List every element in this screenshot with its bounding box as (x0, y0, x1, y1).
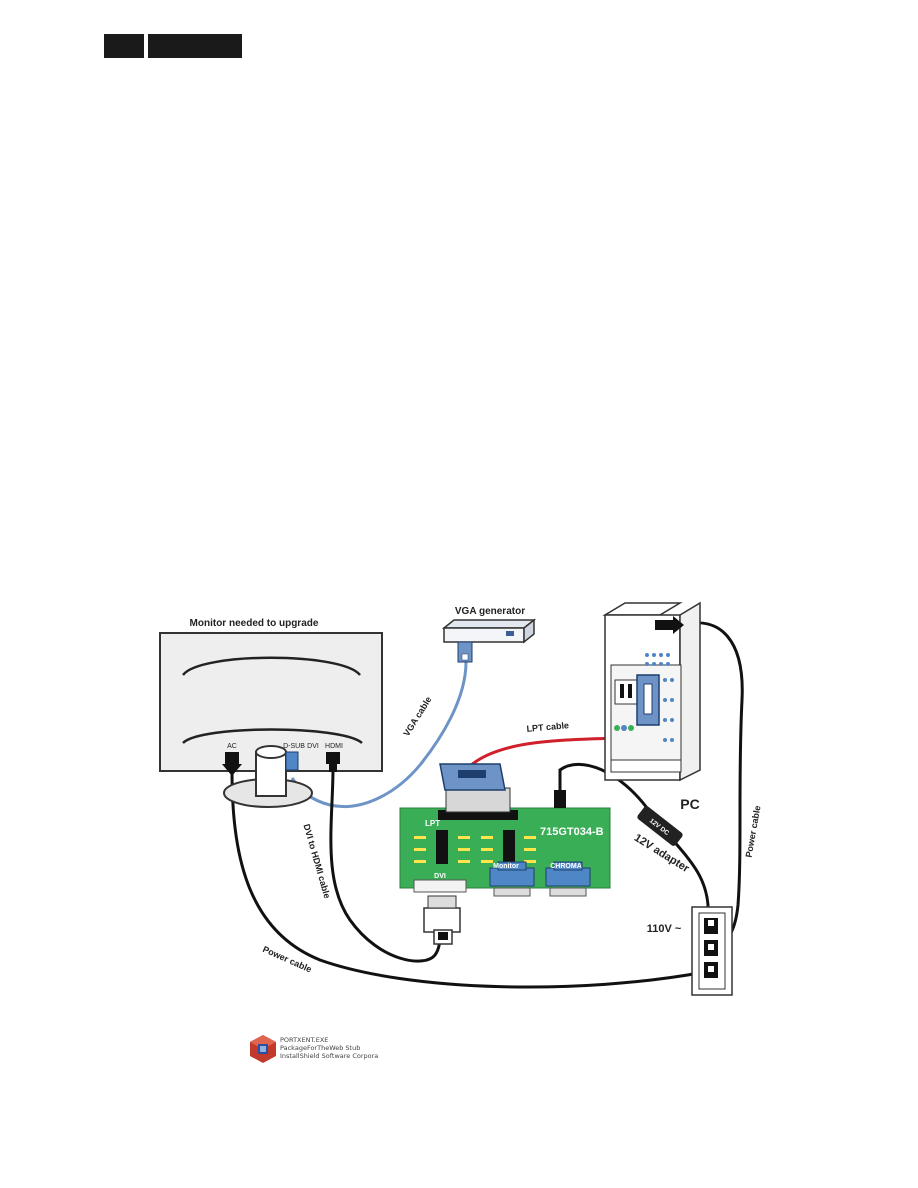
installer-line-3: InstallShield Software Corpora (280, 1052, 379, 1060)
dvi-hdmi-cable-label: DVI to HDMI cable (301, 823, 332, 900)
monitor-power-cable (230, 769, 706, 989)
port-dvi-label: DVI (307, 743, 319, 750)
pc-label: PC (680, 796, 699, 812)
hdmi-plug-icon (326, 752, 340, 772)
installer-line-1: PORTXENT.EXE (280, 1036, 329, 1044)
board-name-label: 715GT034-B (540, 826, 604, 838)
dvi-plug-icon (423, 895, 461, 945)
installer-line-2: PackageForTheWeb Stub (280, 1044, 361, 1052)
vga-cable-label: VGA cable (401, 695, 433, 738)
board-lpt-label: LPT (425, 819, 440, 828)
adapter-icon (637, 806, 683, 846)
vga-cable (290, 661, 468, 809)
power-cable-label-right: Power cable (744, 805, 763, 858)
pc-tower (602, 601, 701, 782)
lpt-cable-label: LPT cable (526, 720, 569, 734)
board-dvi-label: DVI (434, 873, 446, 880)
port-hdmi-label: HDMI (325, 743, 343, 750)
interface-board (399, 763, 611, 897)
vga-generator-label: VGA generator (455, 606, 525, 617)
monitor-title: Monitor needed to upgrade (190, 618, 319, 629)
monitor (159, 632, 383, 808)
pc-power-cable (681, 621, 744, 948)
dvi-hdmi-cable (329, 767, 442, 963)
vga-generator (441, 618, 537, 663)
dsub-connector-icon (285, 751, 299, 771)
port-dsub-label: D-SUB (283, 743, 305, 750)
installshield-icon (250, 1035, 276, 1063)
wall-outlet (691, 906, 733, 996)
outlet-label: 110V ~ (647, 923, 682, 935)
header-block-left (104, 34, 144, 58)
installer-stamp: PORTXENT.EXE PackageForTheWeb Stub Insta… (248, 1034, 388, 1068)
power-cable-label-left: Power cable (261, 944, 313, 975)
pc-port-dots (645, 653, 674, 742)
board-monitor-label: Monitor (493, 863, 519, 870)
header-block-right (148, 34, 242, 58)
port-ac-label: AC (227, 743, 237, 750)
ac-plug-icon (222, 752, 242, 776)
board-chroma-label: CHROMA (550, 863, 582, 870)
